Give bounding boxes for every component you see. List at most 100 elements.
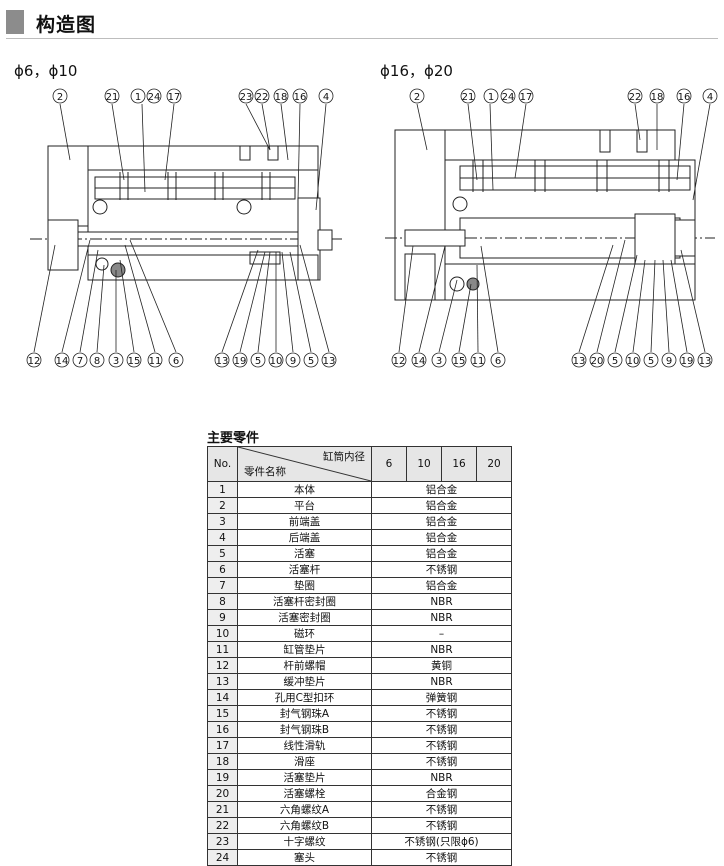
left-callout-bottom: 9 [290,356,296,367]
part-name: 缓冲垫片 [237,673,372,690]
right-callout-top: 18 [651,92,664,103]
left-callout-bottom: 3 [113,356,119,367]
right-callout-bottom: 12 [393,356,406,367]
left-callout-bottom: 11 [149,356,162,367]
row-number: 9 [207,609,238,626]
left-callout-top: 4 [323,92,329,103]
row-number: 6 [207,561,238,578]
part-name: 本体 [237,481,372,498]
left-bottom-callouts: 12 14 7 8 3 15 11 6 13 19 5 10 9 5 13 [26,239,337,368]
row-number: 4 [207,529,238,546]
part-material: 不锈钢 [371,849,512,866]
part-name: 六角螺纹B [237,817,372,834]
header-size: 20 [476,446,512,482]
part-material: 不锈钢 [371,561,512,578]
left-callout-bottom: 6 [173,356,179,367]
left-callout-top: 24 [148,92,161,103]
part-material: NBR [371,769,512,786]
right-callout-bottom: 20 [591,356,604,367]
row-number: 20 [207,785,238,802]
right-callout-top: 2 [414,92,420,103]
row-number: 23 [207,833,238,850]
part-material: 铝合金 [371,577,512,594]
part-material: NBR [371,593,512,610]
row-number: 18 [207,753,238,770]
right-callout-bottom: 14 [413,356,426,367]
right-callout-bottom: 5 [648,356,654,367]
row-number: 12 [207,657,238,674]
part-name: 封气钢珠A [237,705,372,722]
row-number: 22 [207,817,238,834]
left-callout-top: 17 [168,92,181,103]
part-material: 弹簧钢 [371,689,512,706]
part-name: 垫圈 [237,577,372,594]
right-callout-bottom: 13 [699,356,712,367]
left-callout-top: 22 [256,92,269,103]
right-callout-top: 22 [629,92,642,103]
header-size: 16 [441,446,477,482]
row-number: 3 [207,513,238,530]
part-material: 铝合金 [371,481,512,498]
row-number: 13 [207,673,238,690]
row-number: 10 [207,625,238,642]
part-name: 十字螺纹 [237,833,372,850]
row-number: 24 [207,849,238,866]
part-material: 铝合金 [371,497,512,514]
right-callout-bottom: 5 [612,356,618,367]
row-number: 2 [207,497,238,514]
row-number: 19 [207,769,238,786]
row-number: 1 [207,481,238,498]
right-callout-bottom: 10 [627,356,640,367]
right-callout-top: 1 [488,92,494,103]
header-diagonal: 缸筒内径 零件名称 [237,446,372,482]
part-material: – [371,625,512,642]
right-callout-top: 17 [520,92,533,103]
part-material: NBR [371,641,512,658]
right-callout-bottom: 19 [681,356,694,367]
left-callout-top: 1 [135,92,141,103]
right-callout-bottom: 11 [472,356,485,367]
part-material: 不锈钢 [371,753,512,770]
part-name: 活塞 [237,545,372,562]
left-structure-diagram: 2 21 1 24 17 23 22 18 16 4 [26,88,345,368]
part-material: 不锈钢 [371,801,512,818]
header-size: 10 [406,446,442,482]
right-callout-bottom: 15 [453,356,466,367]
left-callout-bottom: 5 [308,356,314,367]
part-material: 合金钢 [371,785,512,802]
right-size-label: ϕ16，ϕ20 [380,62,453,80]
left-callout-bottom: 5 [255,356,261,367]
header-no: No. [207,446,238,482]
part-material: NBR [371,673,512,690]
left-callout-bottom: 14 [56,356,69,367]
part-name: 活塞杆密封圈 [237,593,372,610]
right-structure-diagram: 2 21 1 24 17 22 18 16 4 [385,88,718,368]
left-callout-bottom: 13 [216,356,229,367]
left-callout-top: 21 [106,92,119,103]
part-name: 封气钢珠B [237,721,372,738]
row-number: 7 [207,577,238,594]
part-name: 滑座 [237,753,372,770]
row-number: 21 [207,801,238,818]
part-name: 磁环 [237,625,372,642]
part-name: 活塞螺栓 [237,785,372,802]
table-header-row: No. 缸筒内径 零件名称 6 10 16 20 [207,446,512,482]
part-name: 活塞杆 [237,561,372,578]
header-size: 6 [371,446,407,482]
part-name: 塞头 [237,849,372,866]
